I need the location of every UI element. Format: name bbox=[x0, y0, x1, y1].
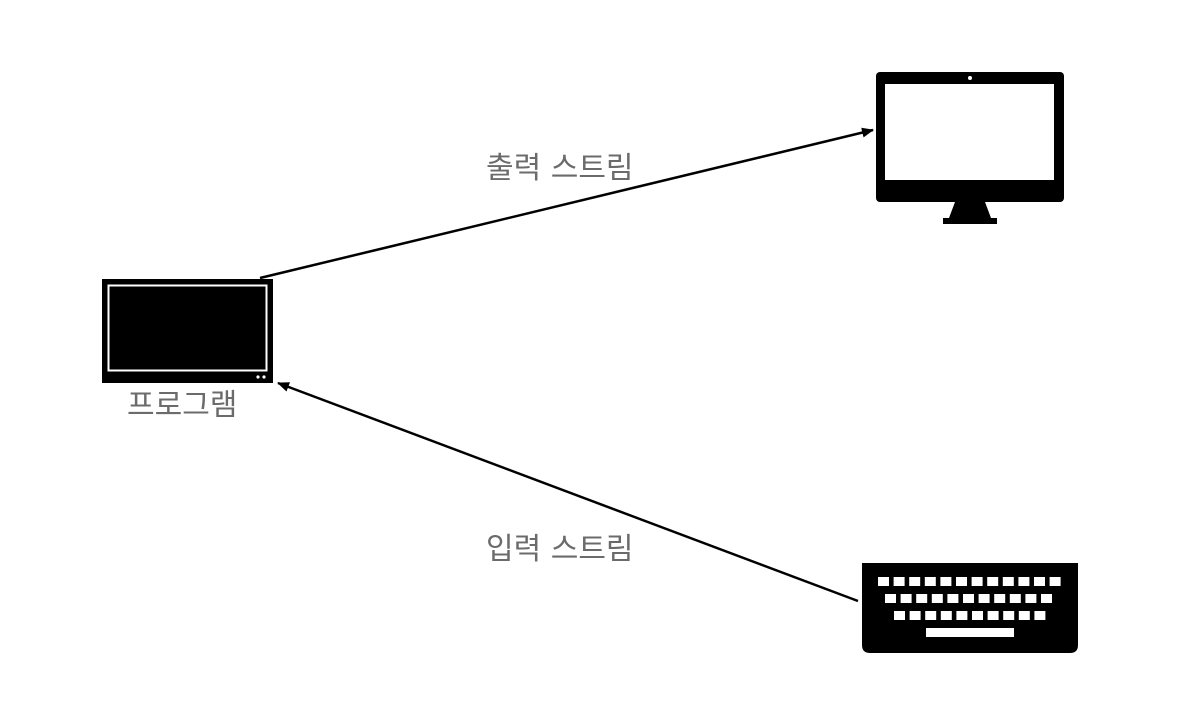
keyboard-key bbox=[909, 611, 921, 620]
keyboard-key bbox=[987, 577, 999, 586]
keyboard-key bbox=[900, 594, 912, 603]
keyboard-key bbox=[916, 594, 928, 603]
monitor-icon bbox=[876, 72, 1064, 224]
keyboard-key bbox=[885, 594, 896, 603]
keyboard-icon bbox=[862, 563, 1078, 653]
keyboard-key bbox=[956, 577, 967, 586]
keyboard-key bbox=[909, 577, 921, 586]
keyboard-key bbox=[894, 611, 905, 620]
keyboard-key bbox=[931, 594, 943, 603]
keyboard-key bbox=[1041, 594, 1052, 603]
keyboard-key bbox=[963, 594, 974, 603]
keyboard-key bbox=[947, 594, 959, 603]
keyboard-key bbox=[1003, 611, 1015, 620]
keyboard-key bbox=[987, 611, 999, 620]
keyboard-key bbox=[956, 611, 968, 620]
input-stream-arrow bbox=[277, 381, 859, 603]
keyboard-key bbox=[1049, 577, 1061, 586]
program-label: 프로그램 bbox=[127, 388, 238, 423]
keyboard-key bbox=[925, 611, 937, 620]
keyboard-key bbox=[1034, 577, 1045, 586]
keyboard-key bbox=[1018, 611, 1030, 620]
keyboard-key bbox=[924, 577, 936, 586]
keyboard-key bbox=[926, 628, 1014, 637]
keyboard-key bbox=[972, 611, 983, 620]
keyboard-key bbox=[878, 577, 889, 586]
keyboard-key bbox=[1034, 611, 1046, 620]
keyboard-key bbox=[940, 577, 952, 586]
output-stream-label: 출력 스트림 bbox=[486, 151, 634, 186]
keyboard-key bbox=[940, 611, 952, 620]
keyboard-key bbox=[978, 594, 990, 603]
keyboard-key bbox=[1025, 594, 1037, 603]
input-stream-label: 입력 스트림 bbox=[486, 532, 634, 567]
keyboard-key bbox=[1009, 594, 1021, 603]
output-stream-arrow bbox=[259, 127, 874, 280]
keyboard-key bbox=[893, 577, 905, 586]
keyboard-key bbox=[971, 577, 983, 586]
keyboard-key bbox=[1018, 577, 1030, 586]
keyboard-key bbox=[1002, 577, 1014, 586]
keyboard-key bbox=[994, 594, 1006, 603]
tablet-icon bbox=[102, 279, 273, 383]
